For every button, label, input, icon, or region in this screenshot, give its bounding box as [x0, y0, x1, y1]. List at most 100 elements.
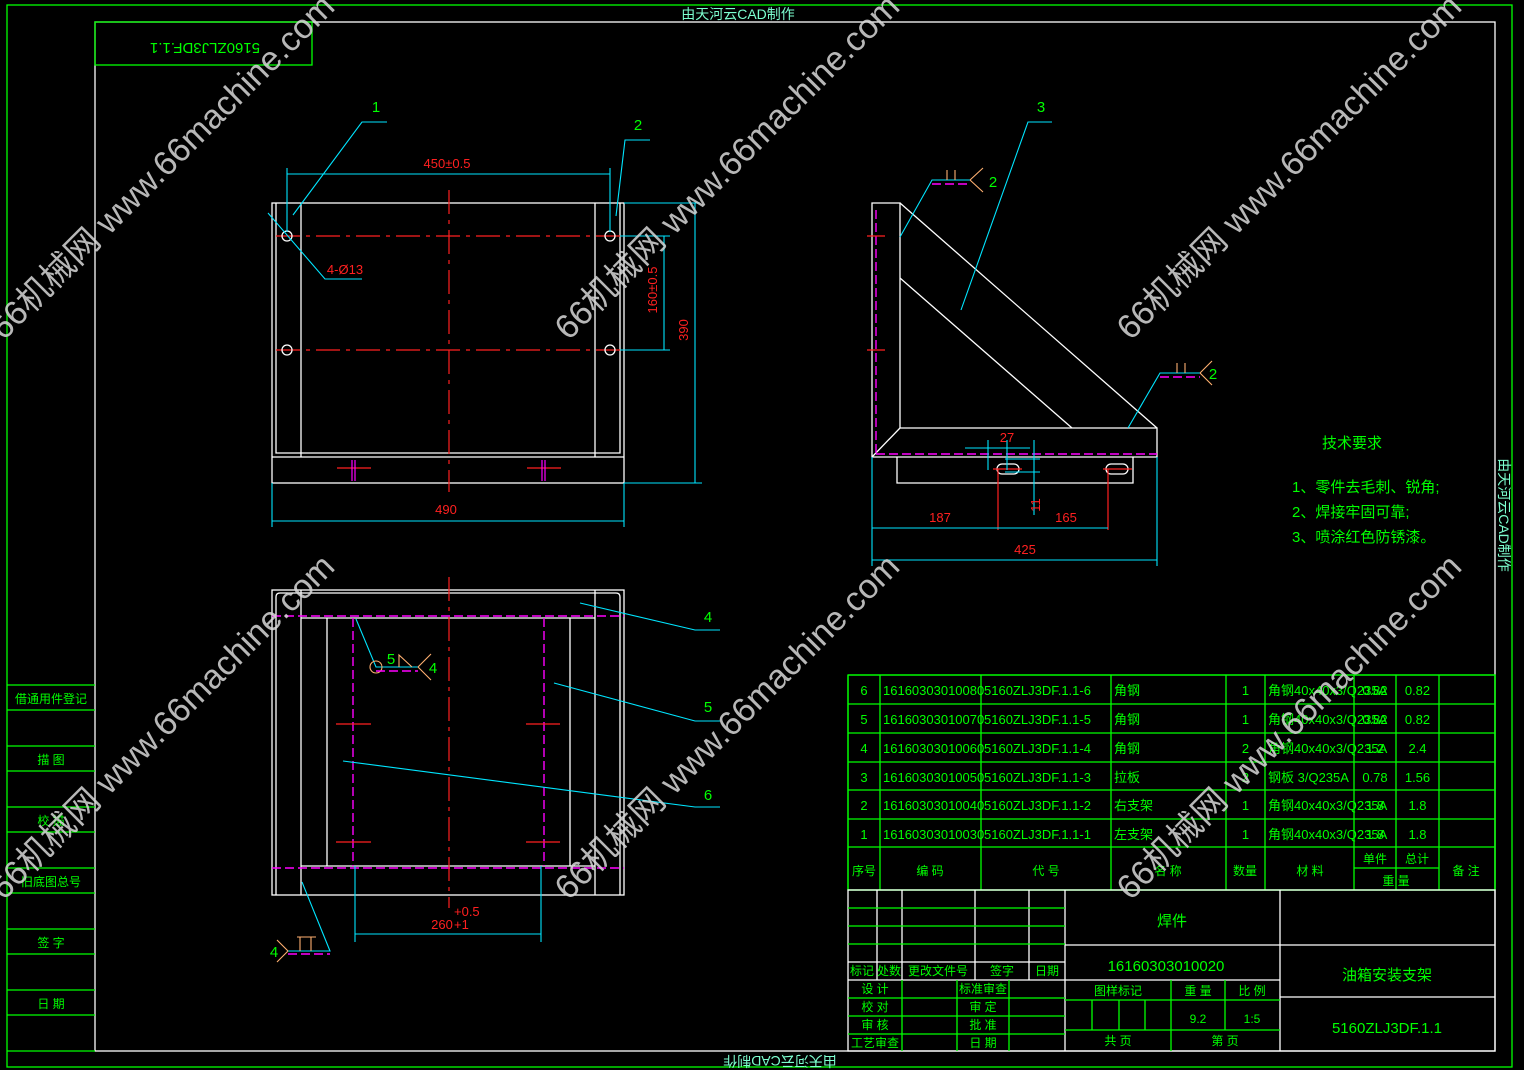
- bom-cell-part: 5160ZLJ3DF.1.1-1: [984, 827, 1091, 842]
- bom-cell-unit: 0.82: [1362, 683, 1387, 698]
- bom-cell-name: 角钢: [1114, 741, 1140, 756]
- tol-lower: +1: [454, 917, 469, 932]
- weld-label: 2: [1209, 366, 1217, 383]
- bom-cell-no: 1: [860, 827, 867, 842]
- view-side: 187 165 425 27 11 3 2 2: [867, 99, 1217, 566]
- dim-425: 425: [1014, 542, 1036, 557]
- rev-header: 日期: [1035, 964, 1059, 978]
- bom-cell-total: 0.82: [1405, 683, 1430, 698]
- strip-label: 日 期: [37, 997, 64, 1011]
- tech-req-item: 2、焊接牢固可靠;: [1292, 504, 1410, 521]
- bom-header-total: 总计: [1405, 852, 1429, 866]
- sign-label: 工艺审查: [851, 1035, 899, 1050]
- bom-cell-material: 角钢40x40x3/Q235A: [1268, 741, 1388, 756]
- weld-label: 4: [270, 944, 278, 961]
- bom-cell-total: 1.8: [1408, 827, 1426, 842]
- dim-160: 160±0.5: [645, 267, 660, 314]
- bom-cell-total: 0.82: [1405, 712, 1430, 727]
- rev-header: 处数: [877, 963, 901, 978]
- bom-cell-no: 4: [860, 741, 867, 756]
- tol-upper: +0.5: [454, 904, 480, 919]
- bom-header-part: 代 号: [1032, 864, 1059, 878]
- bom-cell-material: 角钢40x40x3/Q235A: [1268, 712, 1388, 727]
- bom-cell-material: 角钢40x40x3/Q235A: [1268, 798, 1388, 813]
- bom-cell-total: 1.8: [1408, 798, 1426, 813]
- bom-cell-part: 5160ZLJ3DF.1.1-2: [984, 798, 1091, 813]
- sign-label: 日 期: [969, 1036, 996, 1050]
- hole-callout: 4-Ø13: [327, 262, 363, 277]
- strip-label: 描 图: [37, 753, 64, 767]
- part-code: 16160303010020: [1108, 958, 1225, 975]
- balloon-3: 3: [1037, 99, 1045, 116]
- bom-cell-qty: 1: [1242, 683, 1249, 698]
- strip-label: 校 描: [37, 813, 64, 828]
- hole: [281, 344, 293, 356]
- scale-label: 比 例: [1238, 984, 1265, 998]
- rev-header: 更改文件号: [908, 963, 968, 978]
- dim-165: 165: [1055, 510, 1077, 525]
- dim-187: 187: [929, 510, 951, 525]
- technical-requirements: 技术要求 1、零件去毛刺、锐角; 2、焊接牢固可靠; 3、喷涂红色防锈漆。: [1292, 435, 1440, 546]
- balloon-2: 2: [634, 117, 642, 134]
- bom-cell-name: 角钢: [1114, 683, 1140, 698]
- sheet-number: 第 页: [1211, 1034, 1238, 1048]
- weld-size: 5: [387, 651, 395, 668]
- strip-label: 旧底图总号: [21, 874, 81, 889]
- dim-450: 450±0.5: [424, 156, 471, 171]
- strip-label: 借通用件登记: [15, 691, 87, 706]
- bom-cell-material: 角钢40x40x3/Q235A: [1268, 827, 1388, 842]
- bom-cell-unit: 1.8: [1366, 827, 1384, 842]
- view-front: 450±0.5 490 390 160±0.5 1 2 4-Ø13: [267, 99, 702, 527]
- sign-label: 标准审查: [959, 981, 1007, 996]
- weight-label: 重 量: [1184, 984, 1211, 998]
- bom-cell-material: 钢板 3/Q235A: [1268, 770, 1349, 785]
- bom-cell-qty: 2: [1242, 770, 1249, 785]
- bom-cell-name: 拉板: [1114, 770, 1140, 785]
- credit-bottom: 由天河云CAD制作: [723, 1053, 837, 1069]
- bom-cell-unit: 0.82: [1362, 712, 1387, 727]
- bom-cell-total: 1.56: [1405, 770, 1430, 785]
- rev-header: 签字: [990, 963, 1014, 978]
- bom-cell-qty: 1: [1242, 712, 1249, 727]
- sign-label: 校 对: [861, 999, 888, 1014]
- bom-header-note: 备 注: [1452, 863, 1479, 878]
- bom-cell-code: 16160303010040: [883, 798, 984, 813]
- tech-req-title: 技术要求: [1322, 435, 1382, 452]
- balloon-6: 6: [704, 787, 712, 804]
- sheets-total: 共 页: [1104, 1034, 1131, 1048]
- balloon-5: 5: [704, 699, 712, 716]
- bom-cell-qty: 1: [1242, 798, 1249, 813]
- bom-cell-unit: 1.8: [1366, 798, 1384, 813]
- sign-label: 审 核: [861, 1017, 888, 1032]
- balloon-1: 1: [372, 99, 380, 116]
- bom-header-unit: 单件: [1363, 852, 1387, 866]
- watermark: 66机械网 www.66machine.com: [1109, 0, 1469, 347]
- bom-cell-code: 16160303010070: [883, 712, 984, 727]
- bom-cell-name: 左支架: [1114, 827, 1153, 842]
- drawing-title: 油箱安装支架: [1342, 967, 1432, 984]
- title-block: 标记 处数 更改文件号 签字 日期 设 计 校 对 审 核 工艺审查 标准审查 …: [847, 889, 1496, 1052]
- bom-cell-total: 2.4: [1408, 741, 1426, 756]
- bom-header-no: 序号: [852, 863, 876, 878]
- part-type: 焊件: [1157, 913, 1187, 930]
- sign-label: 审 定: [969, 999, 996, 1014]
- watermark: 66机械网 www.66machine.com: [0, 547, 342, 907]
- bom-cell-no: 6: [860, 683, 867, 698]
- watermarks: 66机械网 www.66machine.com 66机械网 www.66mach…: [0, 0, 1469, 907]
- bom-cell-part: 5160ZLJ3DF.1.1-5: [984, 712, 1091, 727]
- tech-req-item: 3、喷涂红色防锈漆。: [1292, 529, 1435, 546]
- bom-cell-part: 5160ZLJ3DF.1.1-3: [984, 770, 1091, 785]
- flipped-drawing-number: 5160ZLJ3DF.1.1: [150, 39, 260, 56]
- drawing-number: 5160ZLJ3DF.1.1: [1332, 1020, 1442, 1037]
- tech-req-item: 1、零件去毛刺、锐角;: [1292, 479, 1440, 496]
- bom-cell-unit: 1.2: [1366, 741, 1384, 756]
- bom-cell-code: 16160303010080: [883, 683, 984, 698]
- bom-cell-no: 5: [860, 712, 867, 727]
- bom-cell-qty: 2: [1242, 741, 1249, 756]
- hole: [604, 344, 616, 356]
- weld-label: 2: [989, 174, 997, 191]
- bom-header-code: 编 码: [916, 863, 943, 878]
- bom-cell-code: 16160303010050: [883, 770, 984, 785]
